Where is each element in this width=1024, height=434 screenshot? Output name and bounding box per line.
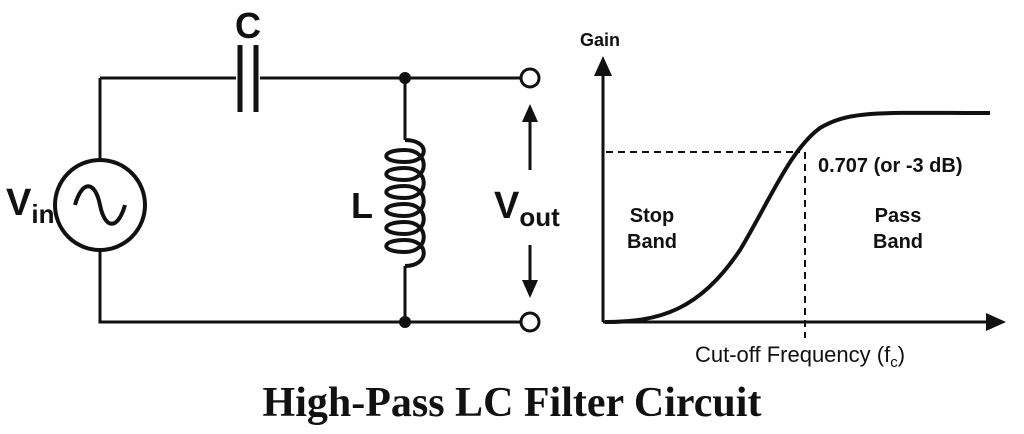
- vin-label: Vin: [6, 182, 54, 229]
- y-axis-arrow-icon: [594, 56, 612, 76]
- diagram-title: High-Pass LC Filter Circuit: [263, 380, 762, 426]
- wire-top-left: [98, 76, 236, 160]
- arrow-down-icon: [522, 280, 538, 298]
- x-axis-arrow-icon: [986, 313, 1006, 331]
- inductor-label: L: [351, 185, 373, 226]
- arrow-up-icon: [522, 104, 538, 122]
- output-terminal-bottom: [519, 311, 541, 333]
- pass-band-label-line1: Pass: [875, 205, 922, 227]
- stop-band-label-line2: Band: [627, 231, 677, 253]
- stop-band-label-line1: Stop: [630, 205, 674, 227]
- sine-wave-icon: [73, 184, 127, 226]
- wire-bottom: [98, 250, 520, 324]
- frequency-response-graph: Gain 0.707 (or -3 dB) Stop Band Pass Ban…: [580, 30, 1006, 371]
- capacitor-label: C: [235, 5, 261, 46]
- cutoff-value-label: 0.707 (or -3 dB): [818, 155, 962, 177]
- pass-band-label-line2: Band: [873, 231, 923, 253]
- x-axis-label: Cut-off Frequency (fc): [695, 342, 905, 371]
- circuit-schematic: C L Vin Vout: [6, 5, 560, 333]
- gain-response-curve: [604, 110, 991, 324]
- vout-label: Vout: [494, 185, 560, 232]
- inductor-coil: [384, 138, 426, 268]
- output-terminal-top: [519, 67, 541, 89]
- y-axis-label: Gain: [580, 30, 620, 50]
